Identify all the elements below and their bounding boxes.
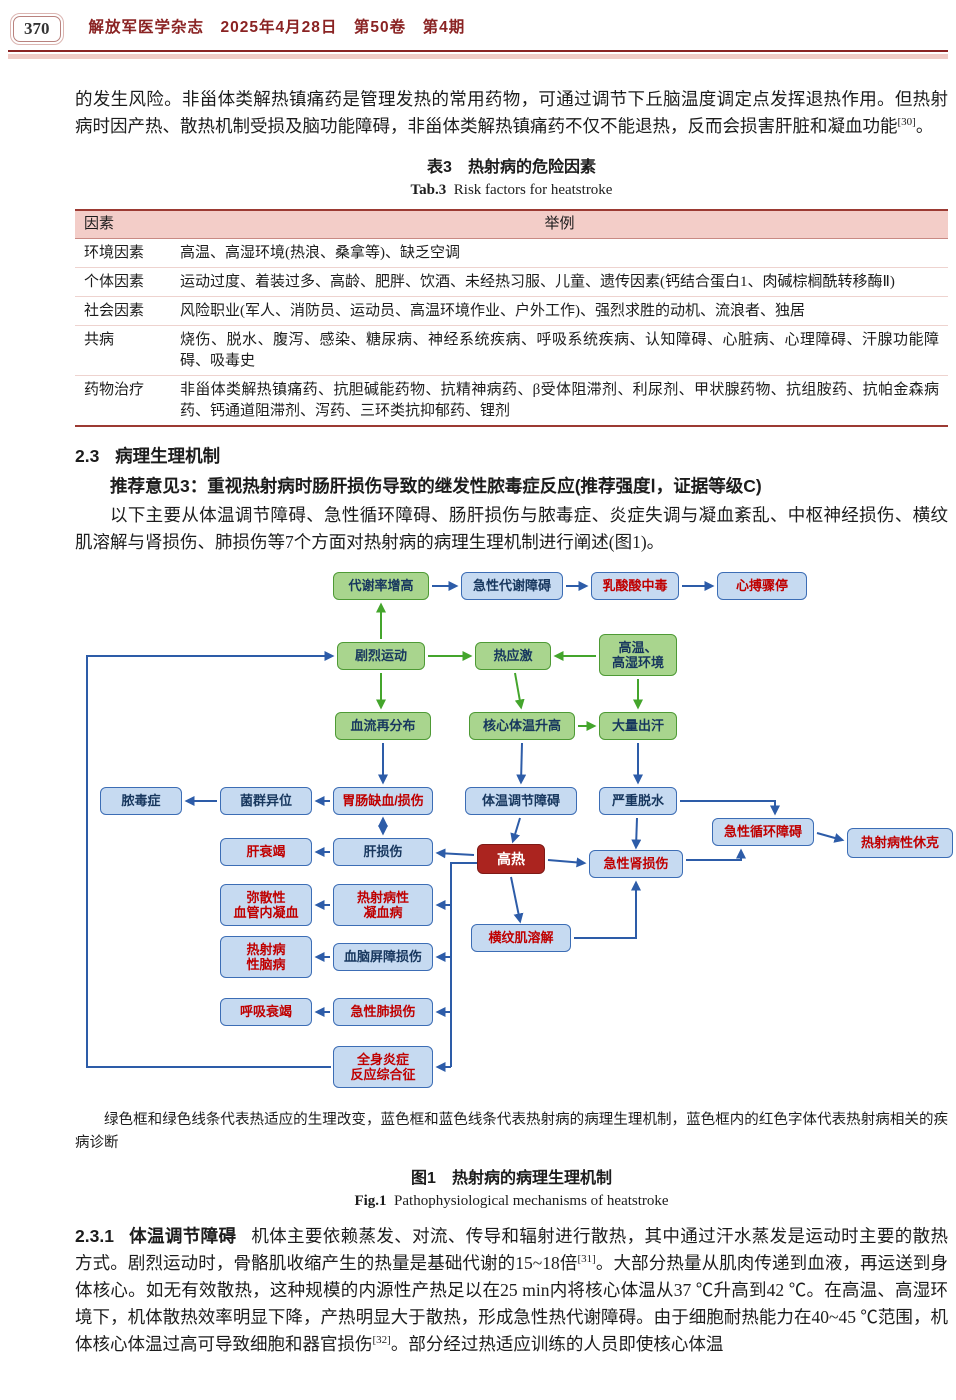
flow-node-acute-kidney-injury: 急性肾损伤 xyxy=(589,850,683,878)
section-title: 病理生理机制 xyxy=(115,446,221,466)
flow-node-sepsis: 脓毒症 xyxy=(100,787,182,815)
heat-adaptation-arrows xyxy=(376,602,643,731)
section-title: 体温调节障碍 xyxy=(128,1226,237,1246)
examples-cell: 烧伤、脱水、腹泻、感染、糖尿病、神经系统疾病、呼吸系统疾病、认知障碍、心脏病、心… xyxy=(171,325,948,376)
flow-node-lactic-acidosis: 乳酸酸中毒 xyxy=(591,572,679,600)
flow-node-rhabdomyolysis: 横纹肌溶解 xyxy=(471,924,571,952)
flow-node-core-temp-rise: 核心体温升高 xyxy=(469,712,575,740)
flow-node-bacterial-translocation: 菌群异位 xyxy=(220,787,312,815)
flow-node-blood-redistribution: 血流再分布 xyxy=(335,712,431,740)
factor-cell: 药物治疗 xyxy=(84,381,145,398)
citation-ref: [30] xyxy=(897,116,916,129)
flow-node-respiratory-failure: 呼吸衰竭 xyxy=(220,998,312,1026)
flow-node-acute-metab-disorder: 急性代谢障碍 xyxy=(461,572,563,600)
examples-cell: 高温、高湿环境(热浪、桑拿等)、缺乏空调 xyxy=(171,238,948,268)
section-2-3-1-paragraph: 2.3.1 体温调节障碍机体主要依赖蒸发、对流、传导和辐射进行散热，其中通过汗水蒸… xyxy=(75,1223,948,1358)
figure-caption-en: Fig.1 Pathophysiological mechanisms of h… xyxy=(75,1193,948,1210)
figure-caption-cn: 图1 热射病的病理生理机制 xyxy=(411,1170,612,1187)
intro-paragraph: 的发生风险。非甾体类解热镇痛药是管理发热的常用药物，可通过调节下丘脑温度调定点发… xyxy=(75,86,948,140)
table-title-en: Tab.3 Risk factors for heatstroke xyxy=(75,182,948,199)
table-row: 社会因素 风险职业(军人、消防员、运动员、高温环境作业、户外工作)、强烈求胜的动… xyxy=(75,296,948,326)
table-title-cn: 表3 热射病的危险因素 xyxy=(427,159,596,176)
paragraph-text: 。部分经过热适应训练的人员即使核心体温 xyxy=(390,1334,724,1354)
flow-node-heatstroke-coagulopathy: 热射病性 凝血病 xyxy=(333,884,433,926)
figure-caption-en-label: Fig.1 xyxy=(354,1193,387,1209)
flow-node-heatstroke-shock: 热射病性休克 xyxy=(847,828,953,858)
flow-node-sirs: 全身炎症 反应综合征 xyxy=(333,1046,433,1088)
flow-node-metab-rate: 代谢率增高 xyxy=(333,572,429,600)
recommendation-text: 重视热射病时肠肝损伤导致的继发性脓毒症反应(推荐强度Ⅰ，证据等级C) xyxy=(207,476,762,496)
citation-ref: [32] xyxy=(372,1334,391,1347)
flowchart-arrows xyxy=(86,581,845,1072)
flow-node-dic: 弥散性 血管内凝血 xyxy=(220,884,312,926)
table-row: 药物治疗 非甾体类解热镇痛药、抗胆碱能药物、抗精神病药、β受体阻滞剂、利尿剂、甲… xyxy=(75,376,948,427)
header-band xyxy=(8,54,948,59)
table-title-en-label: Tab.3 xyxy=(410,182,447,198)
factor-cell: 社会因素 xyxy=(75,296,171,326)
flow-node-exercise: 剧烈运动 xyxy=(337,642,425,670)
table-header-row: 因素 举例 xyxy=(75,210,948,239)
figure-caption-en-text: Pathophysiological mechanisms of heatstr… xyxy=(394,1193,669,1209)
paragraph-text: 。 xyxy=(915,116,934,136)
col-header-factor: 因素 xyxy=(75,210,171,239)
flow-node-heat-stress: 热应激 xyxy=(475,642,551,670)
pathophysiology-arrows xyxy=(86,581,845,1072)
paragraph-text: 机体主要依赖蒸发、对流、传导和辐射进行散热，其中通过汗水蒸发是运动时主要的散热方… xyxy=(75,1226,949,1273)
page-header: 370 解放军医学杂志 2025年4月28日 第50卷 第4期 xyxy=(10,13,948,48)
flow-node-hot-env: 高温、 高湿环境 xyxy=(599,634,677,676)
flow-node-severe-dehydration: 严重脱水 xyxy=(599,787,677,815)
flow-node-hyperthermia: 高热 xyxy=(477,844,545,874)
risk-factors-table: 因素 举例 环境因素 高温、高湿环境(热浪、桑拿等)、缺乏空调 个体因素 运动过… xyxy=(75,209,948,427)
section-number: 2.3.1 xyxy=(75,1226,114,1246)
examples-cell: 非甾体类解热镇痛药、抗胆碱能药物、抗精神病药、β受体阻滞剂、利尿剂、甲状腺药物、… xyxy=(180,381,939,419)
header-rule xyxy=(8,50,948,52)
flow-node-gi-ischemia-injury: 胃肠缺血/损伤 xyxy=(333,787,433,815)
figure-1-flowchart: 代谢率增高 急性代谢障碍 乳酸酸中毒 心搏骤停 剧烈运动 热应激 高温、 高湿环… xyxy=(75,566,955,1101)
factor-cell: 共病 xyxy=(75,325,171,376)
flow-node-heatstroke-encephalopathy: 热射病 性脑病 xyxy=(220,936,312,978)
col-header-examples: 举例 xyxy=(171,210,948,239)
flow-node-acute-circulatory-failure: 急性循环障碍 xyxy=(712,818,814,846)
flow-node-thermoregulation-disorder: 体温调节障碍 xyxy=(465,787,577,815)
table-row: 个体因素 运动过度、着装过多、高龄、肥胖、饮酒、未经热习服、儿童、遗传因素(钙结… xyxy=(75,267,948,297)
flow-node-bbb-injury: 血脑屏障损伤 xyxy=(333,943,433,971)
recommendation-3: 推荐意见3：重视热射病时肠肝损伤导致的继发性脓毒症反应(推荐强度Ⅰ，证据等级C) xyxy=(75,473,948,500)
figure-note: 绿色框和绿色线条代表热适应的生理改变，蓝色框和蓝色线条代表热射病的病理生理机制，… xyxy=(75,1112,948,1151)
flow-node-acute-lung-injury: 急性肺损伤 xyxy=(333,998,433,1026)
table-row: 环境因素 高温、高湿环境(热浪、桑拿等)、缺乏空调 xyxy=(75,238,948,268)
examples-cell: 风险职业(军人、消防员、运动员、高温环境作业、户外工作)、强烈求胜的动机、流浪者… xyxy=(171,296,948,326)
journal-header: 解放军医学杂志 2025年4月28日 第50卷 第4期 xyxy=(88,19,466,36)
section-number: 2.3 xyxy=(75,446,100,466)
page-number: 370 xyxy=(10,13,64,45)
paragraph-text: 。大部分热量从肌肉传递到血液，再运送到身体核心。如无有效散热，这种规模的内源性产… xyxy=(75,1253,949,1354)
article-content: 的发生风险。非甾体类解热镇痛药是管理发热的常用药物，可通过调节下丘脑温度调定点发… xyxy=(75,86,953,1358)
citation-ref: [31] xyxy=(577,1253,596,1266)
section-2-3-heading: 2.3 病理生理机制 xyxy=(75,443,948,468)
examples-cell: 运动过度、着装过多、高龄、肥胖、饮酒、未经热习服、儿童、遗传因素(钙结合蛋白1、… xyxy=(171,267,948,297)
flow-node-sweating: 大量出汗 xyxy=(599,712,677,740)
flow-node-cardiac-arrest: 心搏骤停 xyxy=(717,572,807,600)
flow-node-liver-failure: 肝衰竭 xyxy=(220,838,312,866)
overview-paragraph: 以下主要从体温调节障碍、急性循环障碍、肠肝损伤与脓毒症、炎症失调与凝血紊乱、中枢… xyxy=(75,505,948,552)
table-title-en-text: Risk factors for heatstroke xyxy=(453,182,613,198)
paragraph-text: 的发生风险。非甾体类解热镇痛药是管理发热的常用药物，可通过调节下丘脑温度调定点发… xyxy=(75,89,948,136)
table-row: 共病 烧伤、脱水、腹泻、感染、糖尿病、神经系统疾病、呼吸系统疾病、认知障碍、心脏… xyxy=(75,325,948,376)
factor-cell: 个体因素 xyxy=(75,267,171,297)
recommendation-label: 推荐意见3： xyxy=(110,476,208,496)
flow-node-liver-injury: 肝损伤 xyxy=(333,838,433,866)
factor-cell: 环境因素 xyxy=(75,238,171,268)
